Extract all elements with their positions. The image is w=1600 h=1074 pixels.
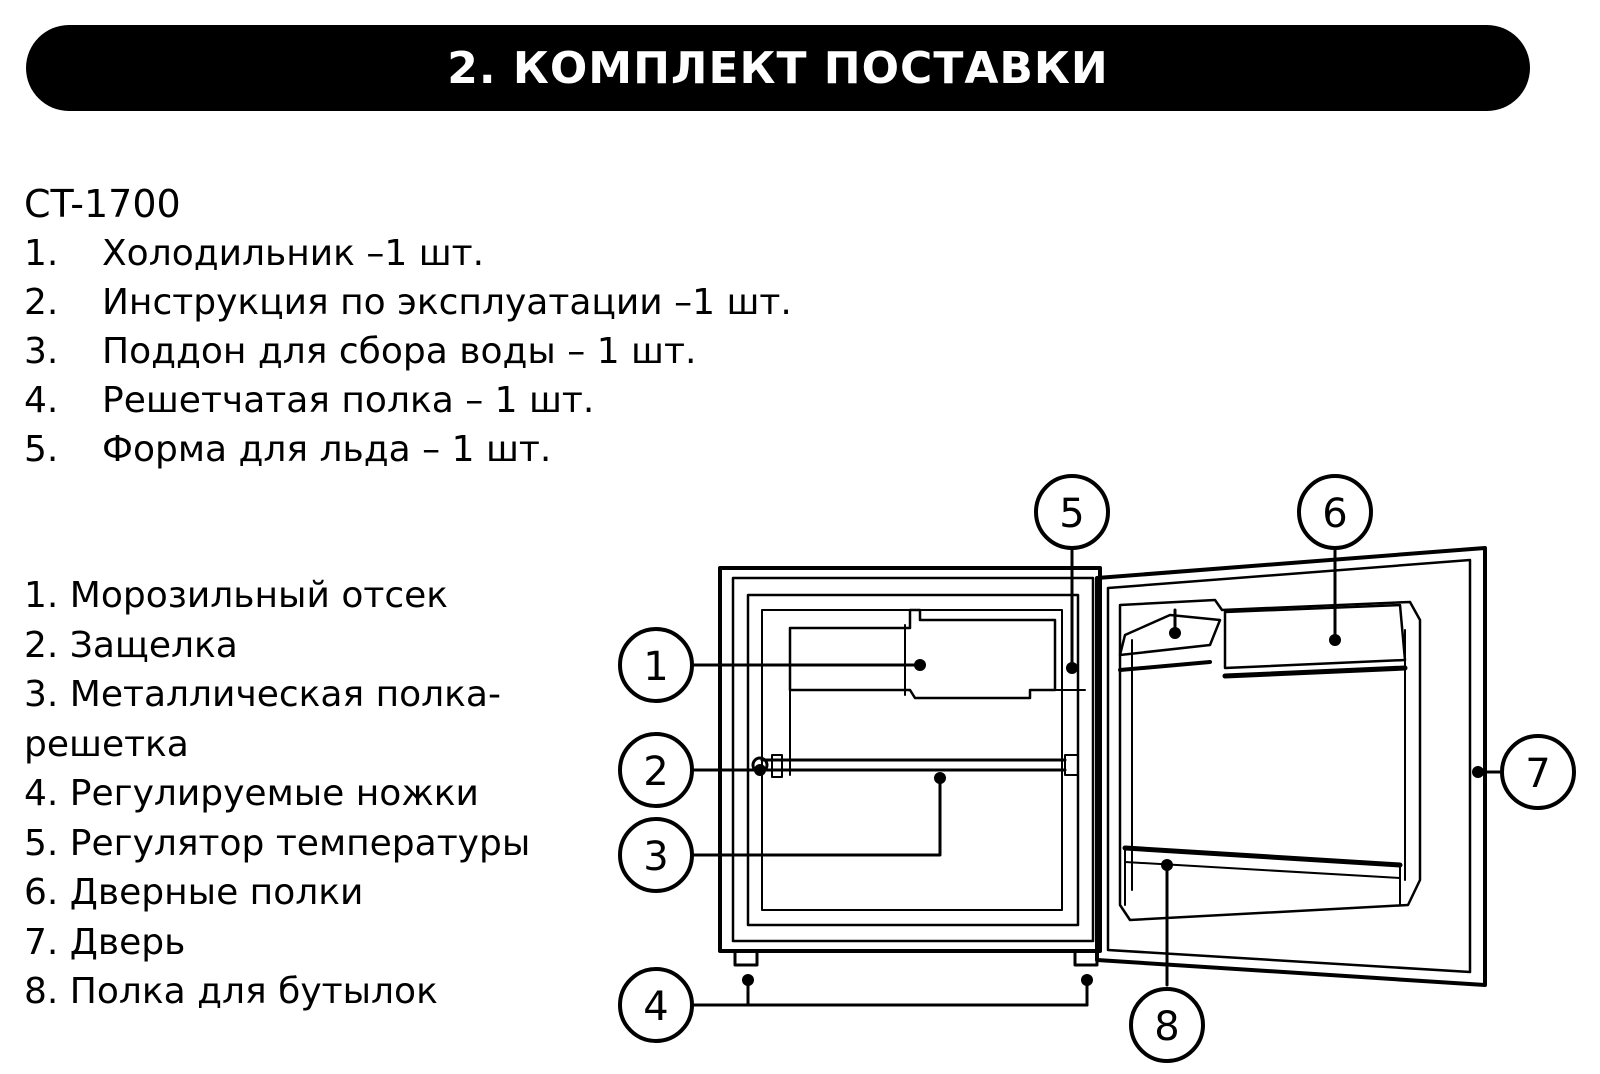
part-item: 5. Регулятор температуры bbox=[24, 822, 531, 864]
section-header-bar: 2. КОМПЛЕКТ ПОСТАВКИ bbox=[26, 25, 1530, 111]
callout-2-label: 2 bbox=[643, 749, 668, 795]
kit-list: 1. Холодильник –1 шт. 2. Инструкция по экс… bbox=[24, 229, 792, 474]
part-item: 7. Дверь bbox=[24, 921, 186, 963]
model-name: CT-1700 bbox=[24, 182, 181, 226]
callout-2: 2 bbox=[618, 732, 694, 808]
callout-3: 3 bbox=[618, 817, 694, 893]
callout-3-label: 3 bbox=[643, 834, 668, 880]
part-item: 3. Металлическая полка-решетка bbox=[24, 674, 501, 765]
kit-item-text: Холодильник –1 шт. bbox=[102, 233, 485, 274]
kit-item-number: 4. bbox=[24, 380, 59, 421]
adjustable-legs bbox=[733, 949, 1099, 967]
callout-dots bbox=[742, 627, 1484, 986]
section-title: 2. КОМПЛЕКТ ПОСТАВКИ bbox=[447, 42, 1109, 94]
callout-8-label: 8 bbox=[1154, 1004, 1179, 1050]
callout-8: 8 bbox=[1129, 987, 1205, 1063]
callout-6: 6 bbox=[1297, 474, 1373, 550]
part-item: 4. Регулируемые ножки bbox=[24, 773, 479, 814]
fridge-cabinet bbox=[718, 566, 1102, 953]
fridge-door bbox=[1095, 546, 1487, 987]
kit-item-text: Инструкция по эксплуатации –1 шт. bbox=[102, 282, 792, 323]
wire-shelf bbox=[751, 754, 1079, 778]
callout-7: 7 bbox=[1500, 734, 1576, 810]
kit-item: 3. Поддон для сбора воды – 1 шт. bbox=[24, 327, 792, 376]
kit-item-text: Поддон для сбора воды – 1 шт. bbox=[102, 331, 697, 372]
kit-item: 5. Форма для льда – 1 шт. bbox=[24, 425, 792, 474]
kit-item: 2. Инструкция по эксплуатации –1 шт. bbox=[24, 278, 792, 327]
kit-item: 4. Решетчатая полка – 1 шт. bbox=[24, 376, 792, 425]
part-item: 8. Полка для бутылок bbox=[24, 971, 438, 1012]
part-item: 2. Защелка bbox=[24, 624, 238, 666]
part-item: 6. Дверные полки bbox=[24, 872, 364, 913]
kit-item-number: 2. bbox=[24, 282, 59, 323]
kit-item-text: Форма для льда – 1 шт. bbox=[102, 429, 552, 470]
kit-item-text: Решетчатая полка – 1 шт. bbox=[102, 380, 595, 421]
callout-5: 5 bbox=[1034, 474, 1110, 550]
callout-5-label: 5 bbox=[1059, 491, 1084, 537]
callout-1-label: 1 bbox=[643, 644, 668, 690]
freezer-compartment bbox=[788, 608, 1086, 776]
kit-item-number: 3. bbox=[24, 331, 59, 372]
callout-6-label: 6 bbox=[1322, 491, 1347, 537]
part-item: 1. Морозильный отсек bbox=[24, 575, 449, 616]
callout-4-label: 4 bbox=[643, 984, 668, 1030]
kit-item: 1. Холодильник –1 шт. bbox=[24, 229, 792, 278]
callout-4: 4 bbox=[618, 967, 694, 1043]
kit-item-number: 5. bbox=[24, 429, 59, 470]
callout-1: 1 bbox=[618, 627, 694, 703]
callout-7-label: 7 bbox=[1525, 751, 1550, 797]
kit-item-number: 1. bbox=[24, 233, 59, 274]
parts-legend: 1. Морозильный отсек 2. Защелка 3. Метал… bbox=[24, 571, 544, 1017]
